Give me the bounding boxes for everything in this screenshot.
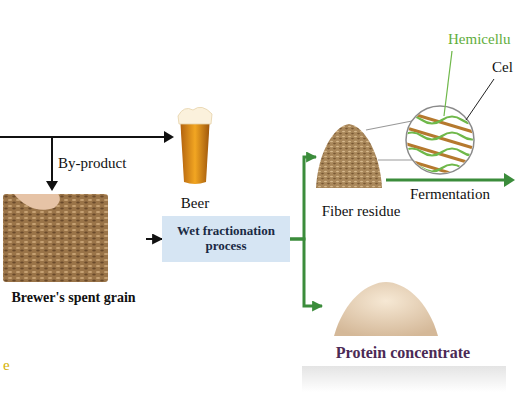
hand xyxy=(14,194,60,210)
image-caption: Brewer's spent grain xyxy=(11,290,135,306)
zoom-line xyxy=(378,159,413,160)
hemicellulose-strand xyxy=(402,165,482,172)
flow-arrow xyxy=(290,157,316,239)
arrow-head xyxy=(46,181,58,191)
cell-wall-structure xyxy=(400,110,482,182)
by-product-line xyxy=(0,136,166,138)
protein-node: Protein concentrate xyxy=(322,276,484,362)
fermentation-arrow xyxy=(386,179,506,182)
image-caption: Beer xyxy=(181,195,209,212)
arrow-head xyxy=(164,131,174,143)
protein-powder-photo xyxy=(334,282,438,336)
annotation-label: Hemicellu xyxy=(448,31,510,48)
beer-foam xyxy=(178,107,212,124)
flow-arrow xyxy=(146,238,162,240)
leader-line xyxy=(466,79,494,120)
leader-line xyxy=(444,51,452,116)
flow-arrow xyxy=(290,239,322,306)
fiber-residue-photo xyxy=(316,124,382,188)
beer-node: Beer xyxy=(170,104,220,212)
annotation-label: Cel xyxy=(492,59,513,76)
spent-grain-photo xyxy=(3,194,108,282)
fiber-node: Fiber residue xyxy=(316,120,406,220)
hemicellulose-strand xyxy=(402,149,482,156)
beer-glass xyxy=(180,116,210,184)
hemicellulose-strand xyxy=(402,117,482,124)
zoom-line xyxy=(366,121,412,130)
shadow-band xyxy=(302,366,506,392)
annotation-label: Fermentation xyxy=(410,186,490,203)
zoom-circle xyxy=(406,106,474,174)
annotation-label: By-product xyxy=(58,155,126,172)
by-product-branch xyxy=(51,137,53,182)
image-caption: Fiber residue xyxy=(322,203,401,220)
image-caption: Protein concentrate xyxy=(336,344,470,362)
arrow-head xyxy=(504,173,515,187)
hemicellulose-strand xyxy=(402,133,482,140)
process-box: Wet fractionation process xyxy=(162,216,290,262)
spent-grain-node: Brewer's spent grain xyxy=(1,192,146,306)
process-label: Wet fractionation process xyxy=(168,224,284,254)
annotation-label: e xyxy=(3,357,10,374)
